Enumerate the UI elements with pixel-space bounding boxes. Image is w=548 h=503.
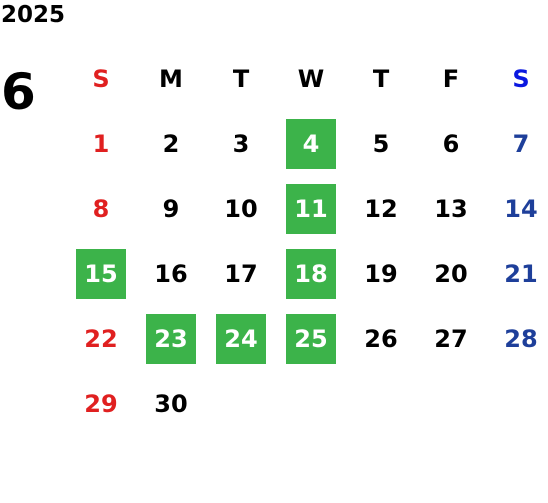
weekday-header-row: S M T W T F S (66, 54, 548, 119)
year-label: 2025 (1, 2, 66, 28)
day-cell-4[interactable]: 4 (286, 119, 336, 169)
day-cell-17[interactable]: 17 (224, 260, 258, 288)
day-cell-15[interactable]: 15 (76, 249, 126, 299)
day-cell-19[interactable]: 19 (364, 260, 398, 288)
day-cell-8[interactable]: 8 (92, 195, 110, 223)
day-cell-30[interactable]: 30 (154, 390, 188, 418)
day-cell-18[interactable]: 18 (286, 249, 336, 299)
day-cell-25[interactable]: 25 (286, 314, 336, 364)
day-cell-1[interactable]: 1 (92, 130, 110, 158)
day-cell-21[interactable]: 21 (504, 260, 538, 288)
weekday-tue: T (232, 65, 250, 93)
day-cell-26[interactable]: 26 (364, 325, 398, 353)
day-cell-20[interactable]: 20 (434, 260, 468, 288)
month-label: 6 (1, 63, 36, 121)
day-cell-23[interactable]: 23 (146, 314, 196, 364)
weekday-sun: S (92, 65, 110, 93)
day-cell-24[interactable]: 24 (216, 314, 266, 364)
day-cell-29[interactable]: 29 (84, 390, 118, 418)
week-row: 8 9 10 11 12 13 14 (66, 184, 548, 249)
day-cell-11[interactable]: 11 (286, 184, 336, 234)
day-cell-10[interactable]: 10 (224, 195, 258, 223)
week-row: 29 30 (66, 379, 548, 444)
weekday-mon: M (159, 65, 183, 93)
day-cell-14[interactable]: 14 (504, 195, 538, 223)
day-cell-2[interactable]: 2 (162, 130, 180, 158)
day-cell-16[interactable]: 16 (154, 260, 188, 288)
day-cell-28[interactable]: 28 (504, 325, 538, 353)
day-cell-9[interactable]: 9 (162, 195, 180, 223)
day-cell-3[interactable]: 3 (232, 130, 250, 158)
week-row: 15 16 17 18 19 20 21 (66, 249, 548, 314)
day-cell-13[interactable]: 13 (434, 195, 468, 223)
weekday-wed: W (297, 65, 325, 93)
weekday-thu: T (372, 65, 390, 93)
day-cell-22[interactable]: 22 (84, 325, 118, 353)
day-cell-5[interactable]: 5 (372, 130, 390, 158)
day-cell-7[interactable]: 7 (512, 130, 530, 158)
weekday-sat: S (512, 65, 530, 93)
weekday-fri: F (442, 65, 460, 93)
day-cell-12[interactable]: 12 (364, 195, 398, 223)
week-row: 22 23 24 25 26 27 28 (66, 314, 548, 379)
day-cell-6[interactable]: 6 (442, 130, 460, 158)
day-cell-27[interactable]: 27 (434, 325, 468, 353)
week-row: 1 2 3 4 5 6 7 (66, 119, 548, 184)
